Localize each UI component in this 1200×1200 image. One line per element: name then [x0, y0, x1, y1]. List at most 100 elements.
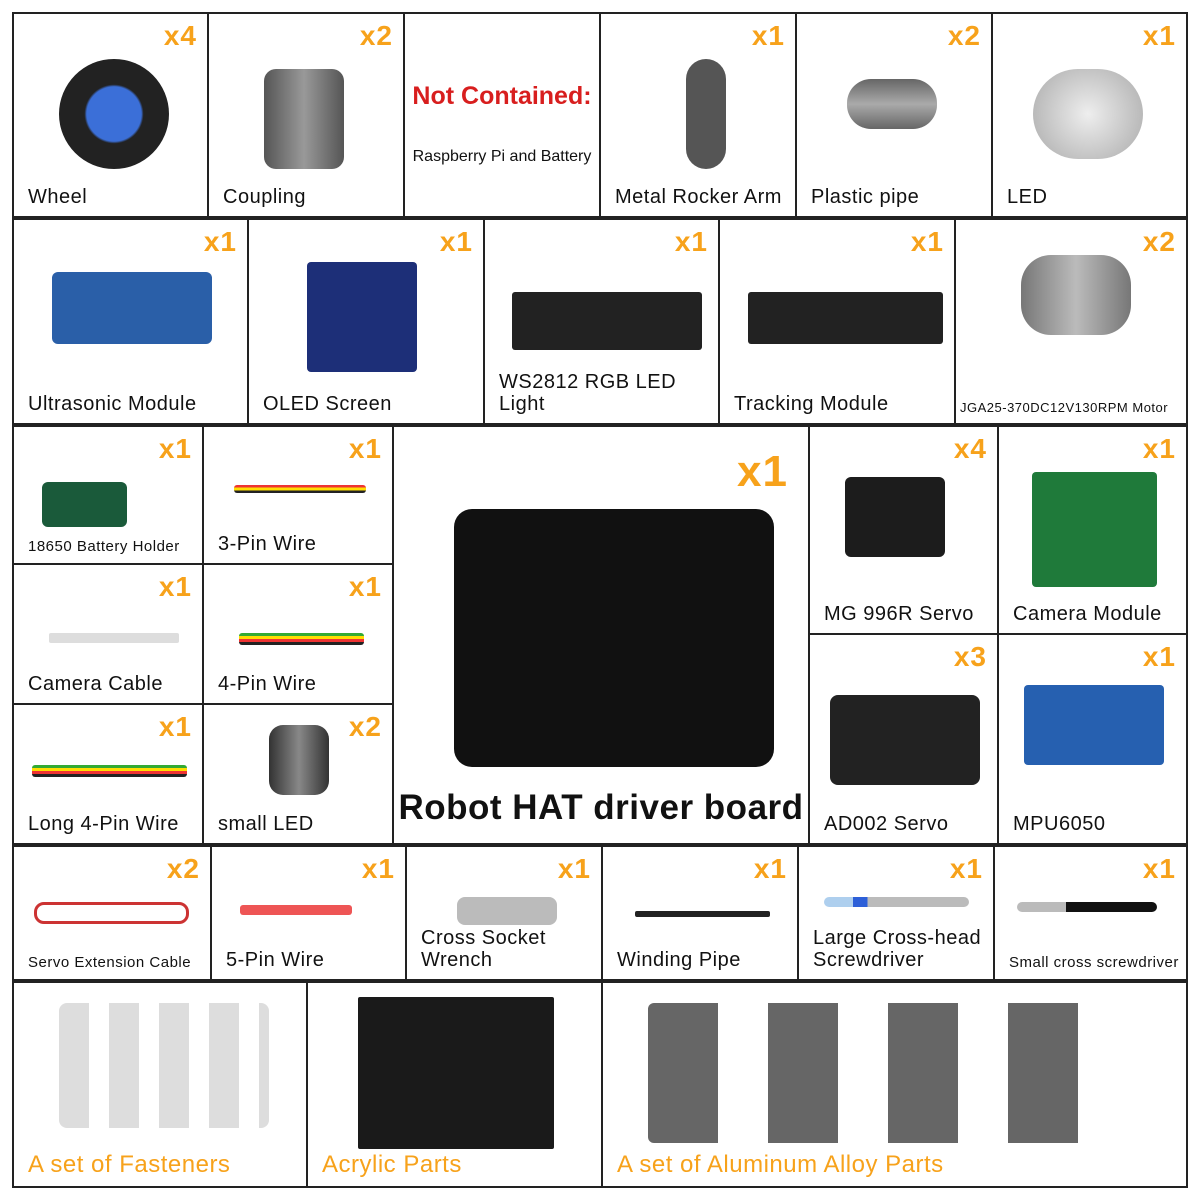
part-label: MG 996R Servo [824, 603, 974, 625]
ultrasonic-icon [52, 272, 212, 344]
part-label: Cross Socket Wrench [421, 927, 546, 971]
wrench-icon [457, 897, 557, 925]
part-cell-mg-996r-servo: x4 MG 996R Servo [808, 425, 999, 635]
part-label: Wheel [28, 186, 88, 208]
part-cell-5-pin-wire: x1 5-Pin Wire [210, 845, 407, 981]
part-label: AD002 Servo [824, 813, 949, 835]
quantity-badge: x2 [359, 20, 393, 51]
part-label: 5-Pin Wire [226, 949, 325, 971]
part-label: Camera Module [1013, 603, 1162, 625]
part-cell-a-set-of-fasteners: A set of Fasteners [12, 981, 308, 1188]
quantity-badge: x4 [953, 433, 987, 464]
not-contained-title: Not Contained: [412, 82, 592, 110]
wire-icon [234, 485, 366, 493]
small-led-icon [269, 725, 329, 795]
quantity-badge: x1 [439, 226, 473, 257]
part-label: Large Cross-head Screwdriver [813, 927, 982, 971]
part-label: Winding Pipe [617, 949, 741, 971]
servo-icon [830, 695, 980, 785]
wire-icon [32, 765, 187, 777]
quantity-badge: x1 [348, 571, 382, 602]
part-label: Camera Cable [28, 673, 163, 695]
part-label: Long 4-Pin Wire [28, 813, 179, 835]
part-label: Metal Rocker Arm [615, 186, 782, 208]
part-label: OLED Screen [263, 393, 392, 415]
quantity-badge: x1 [158, 433, 192, 464]
screwdriver-icon [1017, 902, 1157, 912]
screwdriver-icon [824, 897, 969, 907]
quantity-badge: x1 [1142, 853, 1176, 884]
part-label: Plastic pipe [811, 186, 920, 208]
quantity-badge: x1 [348, 433, 382, 464]
quantity-badge: x1 [203, 226, 237, 257]
quantity-badge: x2 [1142, 226, 1176, 257]
led-icon [1033, 69, 1143, 159]
servo-icon [845, 477, 945, 557]
quantity-badge: x1 [1142, 433, 1176, 464]
part-label: 3-Pin Wire [218, 533, 317, 555]
part-label: LED [1007, 186, 1048, 208]
aluminum-parts-icon [648, 1003, 1128, 1143]
quantity-badge: x1 [158, 711, 192, 742]
quantity-badge: x1 [674, 226, 708, 257]
coupling-icon [264, 69, 344, 169]
acrylic-panel-icon [358, 997, 554, 1149]
part-label: A set of Aluminum Alloy Parts [617, 1150, 944, 1178]
quantity-badge: x1 [751, 20, 785, 51]
cable-icon [49, 633, 179, 643]
winding-pipe-icon [635, 911, 770, 917]
oled-icon [307, 262, 417, 372]
not-contained-text: Raspberry Pi and Battery [412, 148, 592, 165]
part-label: Robot HAT driver board [398, 787, 804, 827]
wire-icon [239, 633, 364, 645]
part-label: small LED [218, 813, 314, 835]
part-cell-4-pin-wire: x1 4-Pin Wire [202, 563, 394, 705]
part-label: A set of Fasteners [28, 1150, 231, 1178]
quantity-badge: x2 [947, 20, 981, 51]
quantity-badge: x3 [953, 641, 987, 672]
quantity-badge: x2 [348, 711, 382, 742]
part-label: WS2812 RGB LED Light [499, 371, 677, 415]
camera-icon [1032, 472, 1157, 587]
part-cell-3-pin-wire: x1 3-Pin Wire [202, 425, 394, 565]
wire-icon [240, 905, 352, 915]
part-label: MPU6050 [1013, 813, 1106, 835]
part-label: 4-Pin Wire [218, 673, 317, 695]
cable-icon [34, 902, 189, 924]
rocker-arm-icon [686, 59, 726, 169]
quantity-badge: x1 [361, 853, 395, 884]
quantity-badge: x1 [158, 571, 192, 602]
driver-board-icon [454, 509, 774, 767]
quantity-badge: x2 [166, 853, 200, 884]
quantity-badge: x1 [1142, 20, 1176, 51]
not-contained-cell: Not Contained: Raspberry Pi and Battery [403, 12, 601, 218]
quantity-badge: x1 [910, 226, 944, 257]
part-label: Small cross screwdriver [1009, 953, 1179, 971]
part-label: 18650 Battery Holder [28, 537, 180, 555]
part-cell-small-led: x2 small LED [202, 703, 394, 845]
part-label: Acrylic Parts [322, 1150, 462, 1178]
battery-holder-icon [42, 482, 127, 527]
motor-icon [1021, 255, 1131, 335]
quantity-badge: x1 [737, 447, 788, 496]
part-label: Servo Extension Cable [28, 953, 192, 971]
wheel-icon [59, 59, 169, 169]
